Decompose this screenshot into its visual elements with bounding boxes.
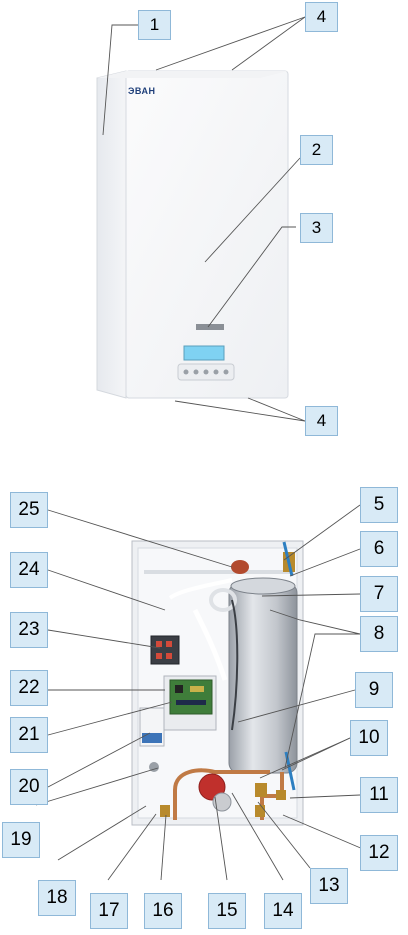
callout-label: 22 (10, 670, 48, 706)
callout-label: 13 (310, 868, 348, 904)
ground-screw (149, 762, 159, 772)
boiler-side-panel (96, 70, 127, 399)
control-button (213, 369, 219, 375)
callout-label: 14 (264, 893, 302, 929)
callout-label: 20 (10, 769, 48, 805)
callout-label: 7 (360, 576, 398, 612)
contactor-terminal (166, 641, 172, 647)
wire-bundle (168, 578, 233, 600)
callout-label: 4 (305, 406, 338, 436)
callout-label: 19 (2, 822, 40, 858)
control-button (223, 369, 229, 375)
inlet-fitting (160, 805, 170, 817)
relay (190, 686, 204, 692)
top-leader-lines (102, 16, 306, 422)
mounting-rail (144, 570, 294, 574)
boiler-exterior (96, 70, 289, 399)
callout-label: 4 (305, 2, 338, 32)
safety-valve (255, 783, 267, 797)
callout-label: 1 (138, 10, 171, 40)
capillary-coil (209, 588, 237, 612)
callout-label: 8 (360, 616, 398, 652)
display-badge (196, 324, 224, 330)
callout-label: 9 (355, 672, 393, 708)
cable-black (231, 599, 239, 731)
terminal-block-blue (142, 733, 162, 743)
callout-label: 3 (300, 213, 333, 243)
terminal-strip (176, 700, 206, 705)
wire-bundle (192, 608, 228, 681)
callout-label: 24 (10, 552, 48, 588)
bottom-leader-lines (35, 504, 371, 881)
contactor-terminal (156, 641, 162, 647)
callout-label: 16 (144, 893, 182, 929)
callout-label: 6 (360, 531, 398, 567)
contactor (150, 635, 180, 665)
sensor-wire-blue (282, 541, 294, 577)
callout-label: 17 (90, 893, 128, 929)
chip (175, 685, 183, 693)
callout-label: 15 (208, 893, 246, 929)
brand-logo: ЭВАН (128, 86, 156, 96)
pump-motor (212, 792, 232, 812)
callout-label: 11 (360, 777, 398, 813)
callout-label: 10 (350, 720, 388, 756)
contactor-terminal (166, 653, 172, 659)
callout-label: 2 (300, 135, 333, 165)
lcd-display (183, 345, 225, 361)
boiler-top-edge (97, 71, 288, 78)
copper-pipe (173, 768, 270, 820)
callout-label: 23 (10, 612, 48, 648)
drain-valve (276, 790, 286, 800)
thermostat-coil (231, 560, 249, 574)
callout-label: 18 (38, 880, 76, 916)
callout-label: 21 (10, 717, 48, 753)
callout-label: 5 (360, 487, 398, 523)
callout-label: 25 (10, 492, 48, 528)
control-button (183, 369, 189, 375)
callout-label: 12 (360, 835, 398, 871)
heater-tank (228, 582, 298, 774)
control-button (203, 369, 209, 375)
control-button (193, 369, 199, 375)
boiler-interior (131, 540, 304, 826)
outlet-fitting (255, 805, 265, 817)
contactor-terminal (156, 653, 162, 659)
tank-top-cap (230, 577, 296, 595)
